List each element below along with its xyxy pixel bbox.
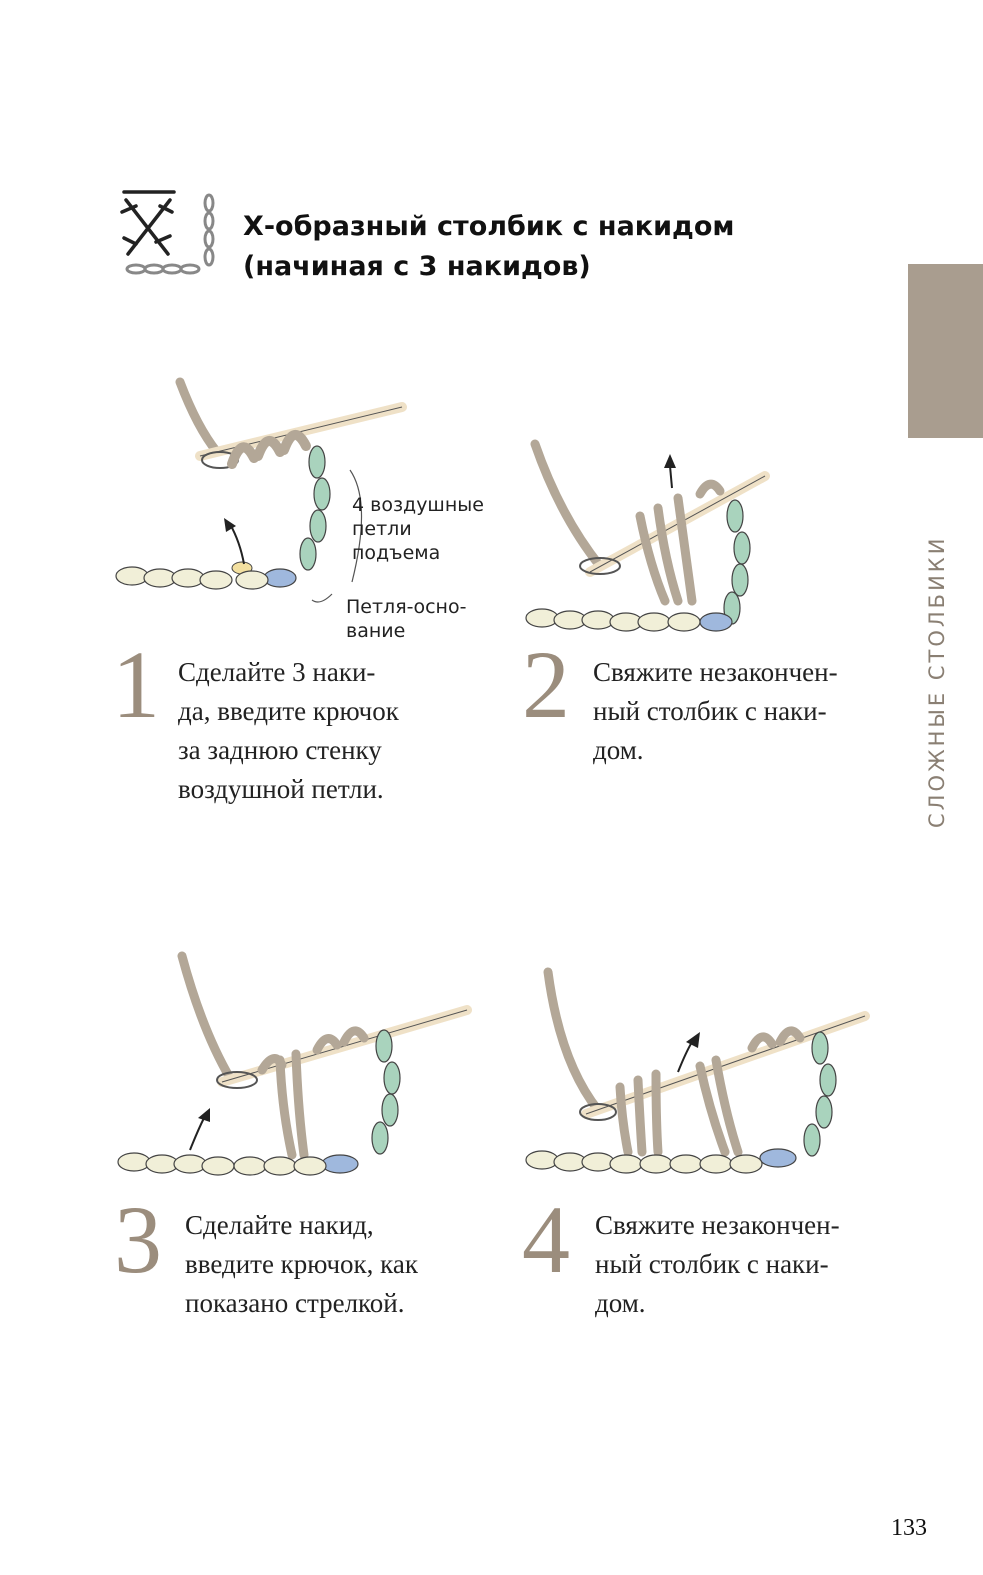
step-line: ный столбик с наки- xyxy=(593,696,827,726)
step-line: Свяжите незакончен- xyxy=(593,657,838,687)
step-line: Сделайте 3 наки- xyxy=(178,657,376,687)
page-title: Х-образный столбик с накидом (начиная с … xyxy=(243,207,734,287)
step-number-3: 3 xyxy=(114,1186,162,1293)
step-text-1: Сделайте 3 наки- да, введите крючок за з… xyxy=(178,653,399,809)
illustration-step-3 xyxy=(117,951,472,1176)
title-line-1: Х-образный столбик с накидом xyxy=(243,211,735,242)
section-tab xyxy=(908,264,983,438)
step-line: показано стрелкой. xyxy=(185,1288,405,1318)
stitch-symbol-icon xyxy=(120,190,215,275)
step-number-2: 2 xyxy=(522,631,570,738)
annotation-base-loop: Петля-осно- вание xyxy=(346,595,466,643)
step-text-3: Сделайте накид, введите крючок, как пока… xyxy=(185,1206,418,1323)
illustration-step-1 xyxy=(115,377,407,603)
annotation-line: вание xyxy=(346,620,406,642)
step-line: за заднюю стенку xyxy=(178,735,382,765)
step-line: введите крючок, как xyxy=(185,1249,418,1279)
annotation-chain-loops: 4 воздушные петли подъема xyxy=(352,493,484,565)
step-line: воздушной петли. xyxy=(178,774,384,804)
step-line: да, введите крючок xyxy=(178,696,399,726)
step-text-4: Свяжите незакончен- ный столбик с наки- … xyxy=(595,1206,840,1323)
annotation-line: Петля-осно- xyxy=(346,596,467,618)
page-number: 133 xyxy=(891,1515,927,1541)
step-text-2: Свяжите незакончен- ный столбик с наки- … xyxy=(593,653,838,770)
step-number-4: 4 xyxy=(522,1186,570,1293)
step-line: дом. xyxy=(595,1288,646,1318)
annotation-line: петли xyxy=(352,518,412,540)
step-number-1: 1 xyxy=(112,631,160,738)
title-line-2: (начиная с 3 накидов) xyxy=(243,251,591,282)
step-line: Сделайте накид, xyxy=(185,1210,374,1240)
step-line: дом. xyxy=(593,735,644,765)
section-label: СЛОЖНЫЕ СТОЛБИКИ xyxy=(925,535,949,828)
annotation-line: 4 воздушные xyxy=(352,494,484,516)
step-line: Свяжите незакончен- xyxy=(595,1210,840,1240)
annotation-line: подъема xyxy=(352,542,441,564)
illustration-step-4 xyxy=(525,967,870,1174)
illustration-step-2 xyxy=(525,439,770,632)
step-line: ный столбик с наки- xyxy=(595,1249,829,1279)
